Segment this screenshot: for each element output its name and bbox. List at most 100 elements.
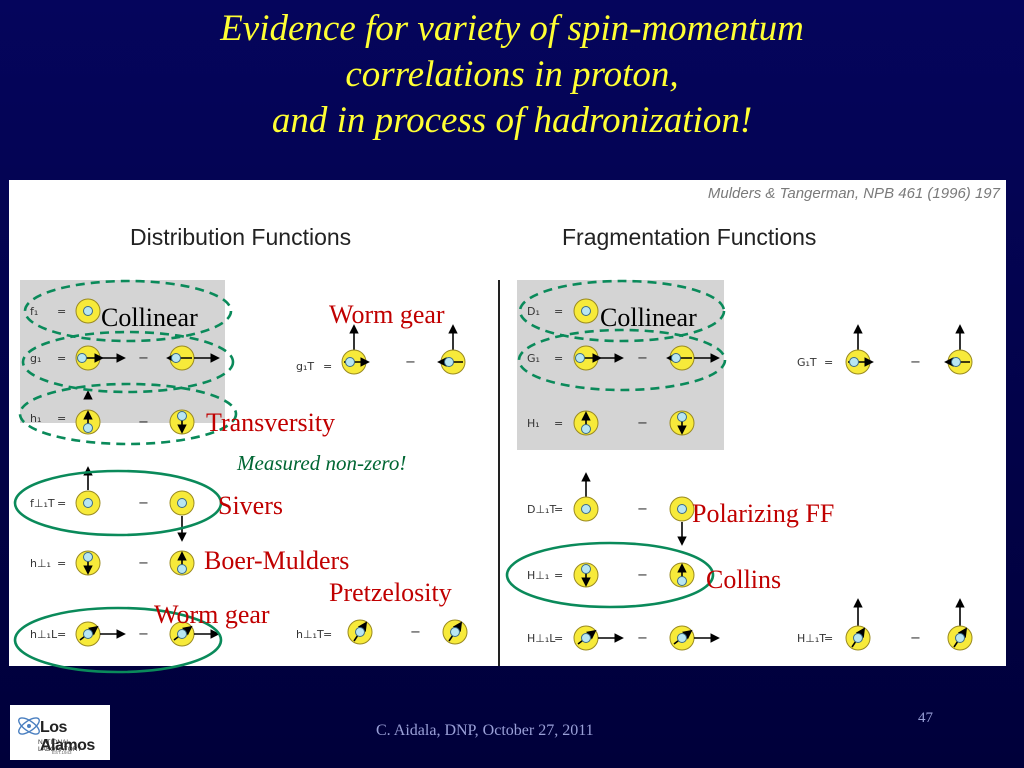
h1p-a-quark: [83, 552, 93, 562]
transversity-label: Transversity: [206, 408, 336, 437]
gg1t-a-quark: [849, 357, 859, 367]
gg1-symbol: G₁: [527, 352, 540, 365]
f1-equals: =: [57, 305, 66, 318]
g1-minus: −: [138, 351, 149, 366]
title-line-1: Evidence for variety of spin-momentum: [220, 8, 804, 49]
g1t-a-quark: [345, 357, 355, 367]
g1t-symbol: g₁T: [296, 360, 314, 373]
gg1t-symbol: G₁T: [797, 356, 817, 369]
polarizing-ff-label: Polarizing FF: [692, 499, 835, 528]
hh1l-symbol: H⊥₁L: [527, 632, 556, 645]
d1t-a-quark: [581, 504, 591, 514]
hh1-b-quark: [677, 412, 687, 422]
logo-subtitle: NATIONAL LABORATORY: [38, 739, 82, 753]
ellipse-wormgear-bottom: [13, 606, 223, 674]
h1l-b-quark: [177, 629, 187, 639]
hh1l-b-quark: [677, 633, 687, 643]
collins-label: Collins: [706, 565, 782, 594]
h1l-a-quark: [83, 629, 93, 639]
los-alamos-logo: Los Alamos NATIONAL LABORATORY EST.1943: [10, 705, 110, 760]
h1-symbol: h₁: [30, 412, 41, 425]
hh1t-equals: =: [824, 632, 833, 645]
ellipse-sivers: [13, 469, 223, 537]
ellipse-f1: [23, 279, 233, 343]
hh1t-symbol: H⊥₁T: [797, 632, 826, 645]
g1t-equals: =: [323, 360, 332, 373]
f1t-equals: =: [57, 497, 66, 510]
logo-established: EST.1943: [52, 750, 72, 755]
h1t-minus: −: [410, 625, 421, 640]
ellipse-d1: [518, 279, 726, 343]
hh1p-equals: =: [554, 569, 563, 582]
h1p-equals: =: [57, 557, 66, 570]
ellipse-gg1: [517, 328, 727, 392]
f1-symbol: f₁: [30, 305, 38, 318]
hh1-equals: =: [554, 417, 563, 430]
g1-symbol: g₁: [30, 352, 41, 365]
f1t-b-quark: [177, 498, 187, 508]
h1l-minus: −: [138, 627, 149, 642]
worm-gear-label-bottom: Worm gear: [154, 600, 270, 629]
hh1-a-quark: [581, 424, 591, 434]
h1p-minus: −: [138, 556, 149, 571]
column-divider: [498, 280, 500, 666]
atom-icon: [18, 717, 40, 735]
sivers-label: Sivers: [218, 491, 283, 520]
hh1-minus: −: [637, 416, 648, 431]
title-line-3: and in process of hadronization!: [271, 100, 753, 141]
ellipse-g1: [21, 330, 235, 394]
h1t-symbol: h⊥₁T: [296, 628, 324, 641]
d1t-minus: −: [637, 502, 648, 517]
h1-equals: =: [57, 412, 66, 425]
g1t-minus: −: [405, 355, 416, 370]
pretzelosity-label: Pretzelosity: [329, 578, 452, 607]
g1t-b-quark: [444, 357, 454, 367]
figure-panel: Mulders & Tangerman, NPB 461 (1996) 197 …: [9, 180, 1006, 666]
title-line-2: correlations in proton,: [345, 54, 679, 95]
citation: Mulders & Tangerman, NPB 461 (1996) 197: [707, 185, 1000, 202]
fragmentation-functions-header: Fragmentation Functions: [562, 224, 817, 250]
gg1-equals: =: [554, 352, 563, 365]
f1t-minus: −: [138, 496, 149, 511]
hh1p-a-quark: [581, 564, 591, 574]
hh1p-b-quark: [677, 576, 687, 586]
d1-symbol: D₁: [527, 305, 540, 318]
hh1p-minus: −: [637, 568, 648, 583]
gg1t-minus: −: [910, 355, 921, 370]
h1p-b-quark: [177, 564, 187, 574]
h1-a-quark: [83, 423, 93, 433]
h1l-equals: =: [57, 628, 66, 641]
collinear-label-left: Collinear: [101, 303, 198, 332]
d1t-b-quark: [677, 504, 687, 514]
slide-title: Evidence for variety of spin-momentum co…: [0, 6, 1024, 144]
h1l-symbol: h⊥₁L: [30, 628, 58, 641]
footer-text: C. Aidala, DNP, October 27, 2011: [376, 722, 594, 739]
h1t-equals: =: [323, 628, 332, 641]
hh1l-minus: −: [637, 631, 648, 646]
d1t-equals: =: [554, 503, 563, 516]
distribution-functions-header: Distribution Functions: [130, 224, 352, 250]
gg1t-equals: =: [824, 356, 833, 369]
f1t-a-quark: [83, 498, 93, 508]
hh1t-a-quark: [853, 633, 863, 643]
hh1l-a-quark: [581, 633, 591, 643]
gg1-a-quark: [575, 353, 585, 363]
measured-nonzero-label: Measured non-zero!: [237, 451, 407, 475]
h1-minus: −: [138, 415, 149, 430]
collinear-label-right: Collinear: [600, 303, 697, 332]
hh1p-symbol: H⊥₁: [527, 569, 549, 582]
f1t-symbol: f⊥₁T: [30, 497, 55, 510]
hh1t-minus: −: [910, 631, 921, 646]
hh1t-b-quark: [955, 633, 965, 643]
h1p-symbol: h⊥₁: [30, 557, 51, 570]
h1-b-quark: [177, 411, 187, 421]
g1-b-quark: [171, 353, 181, 363]
boer-mulders-label: Boer-Mulders: [204, 546, 350, 575]
d1-equals: =: [554, 305, 563, 318]
f1-quark: [83, 306, 93, 316]
gg1-b-quark: [671, 353, 681, 363]
h1t-b-quark: [450, 627, 460, 637]
h1t-a-quark: [355, 627, 365, 637]
page-number: 47: [918, 710, 933, 726]
